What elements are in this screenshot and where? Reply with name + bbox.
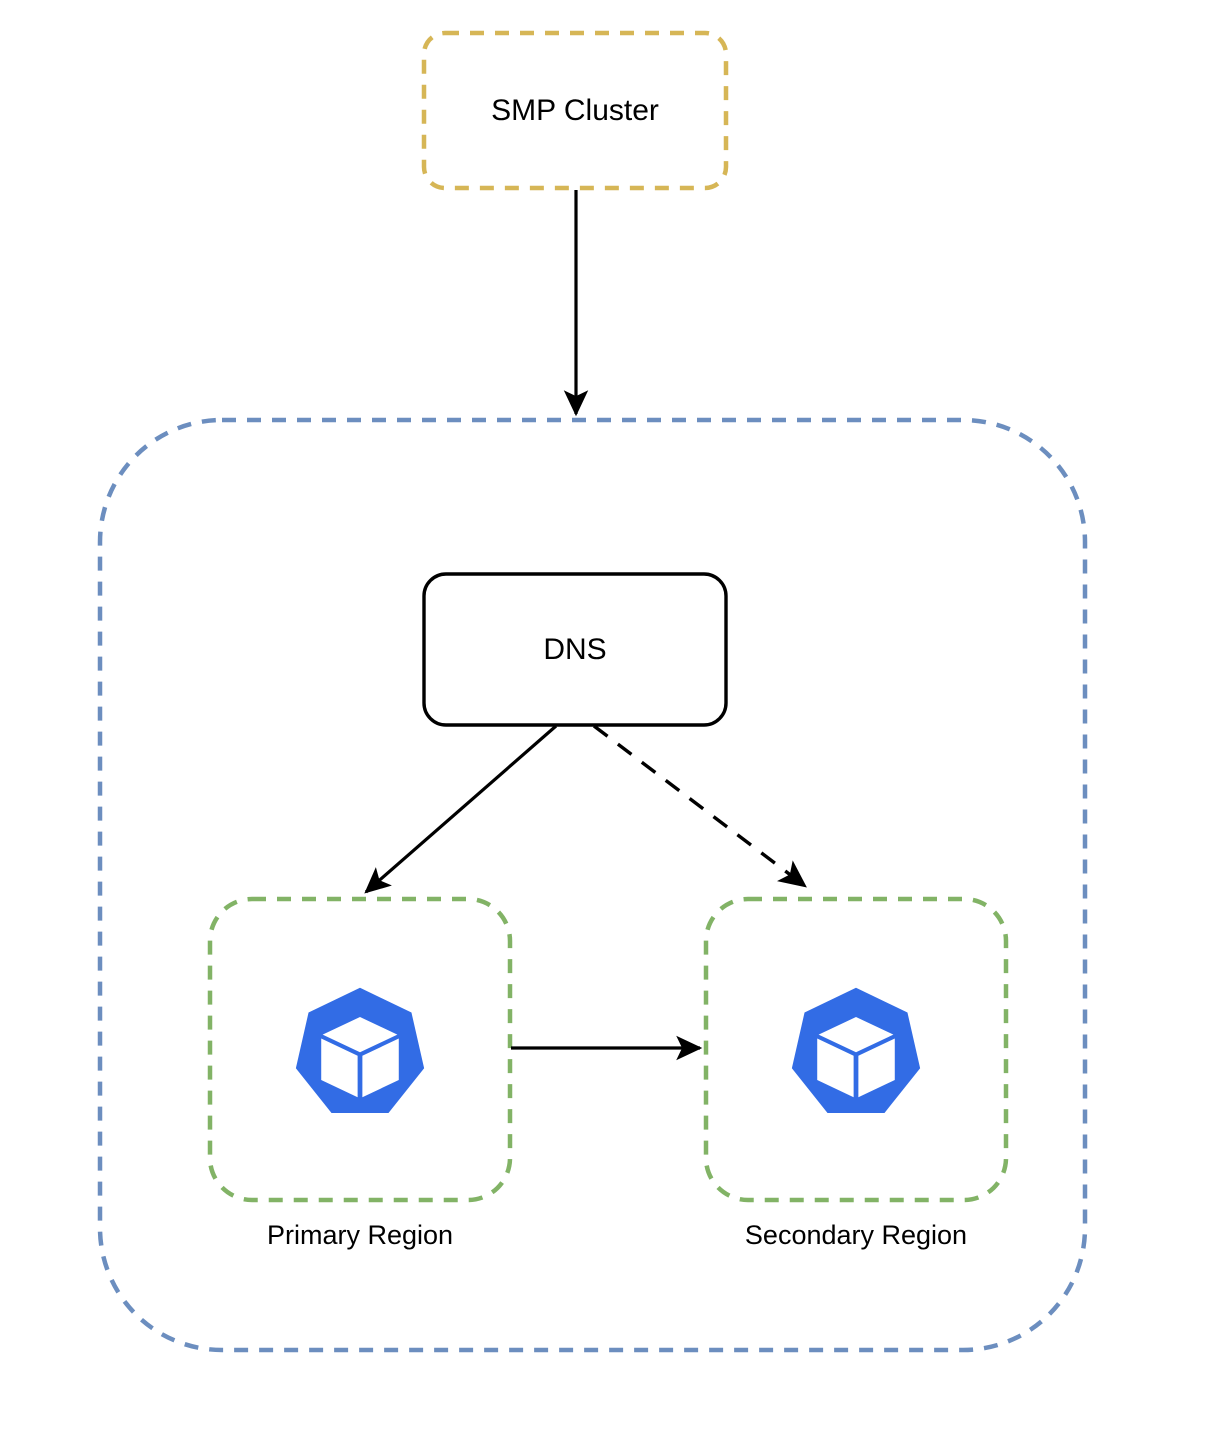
dns-box[interactable] — [422, 572, 728, 727]
edge-dns-to-secondary — [592, 724, 807, 888]
primary-region-node[interactable] — [210, 899, 510, 1200]
global-boundary-box — [97, 417, 1088, 1353]
smp-cluster-box[interactable] — [421, 30, 729, 191]
kubernetes-icon — [295, 987, 425, 1113]
smp-cluster-node[interactable] — [424, 33, 726, 188]
secondary-region-node[interactable] — [706, 899, 1006, 1200]
dns-node[interactable] — [424, 574, 726, 725]
edge-dns-to-primary — [364, 724, 558, 894]
kubernetes-icon — [791, 987, 921, 1113]
